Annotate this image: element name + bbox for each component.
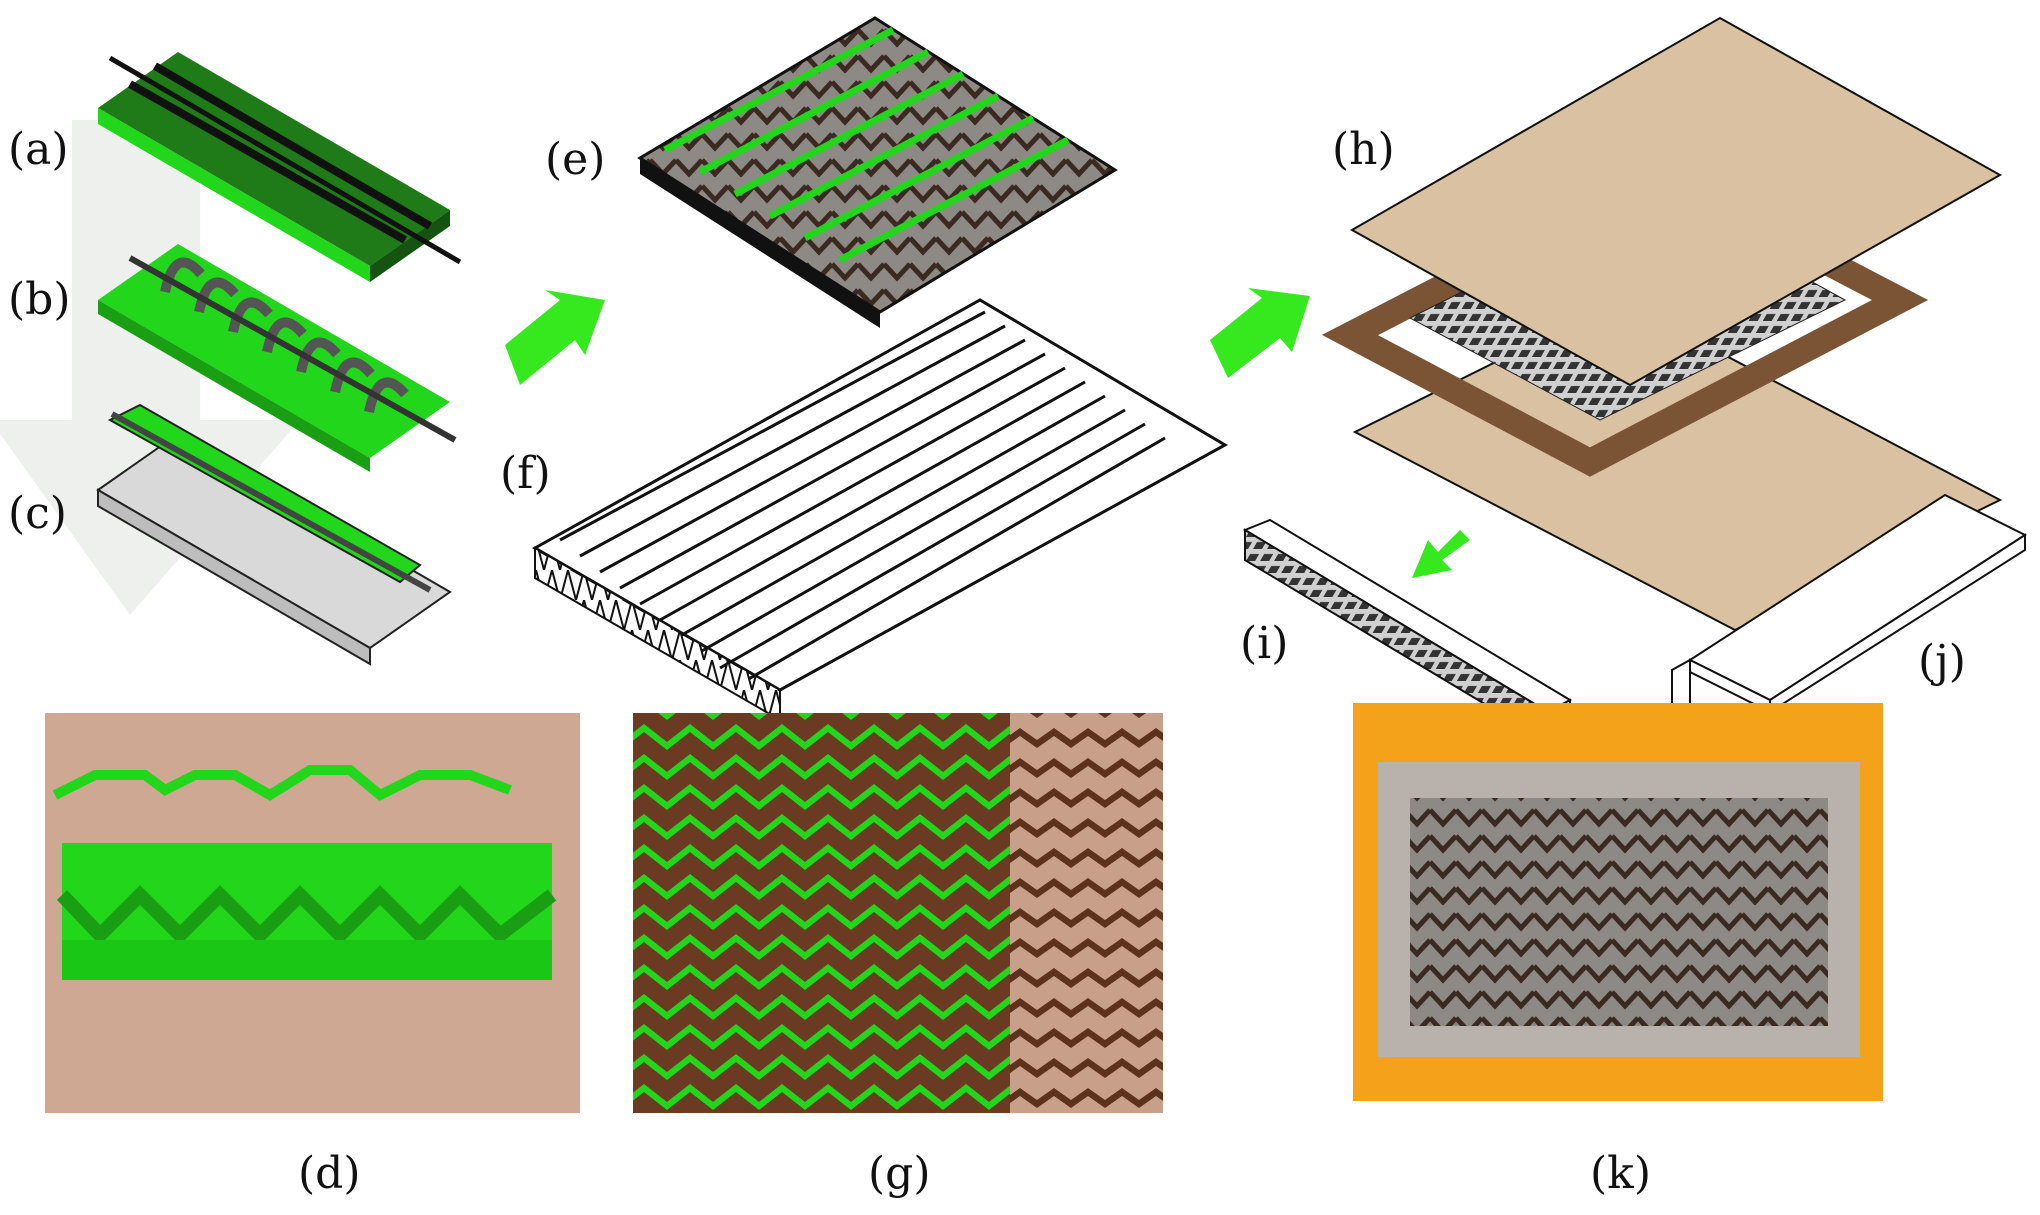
photo-g-core-assembly	[633, 713, 1163, 1113]
label-d: (d)	[298, 1148, 361, 1199]
part-f-zigzag-stack	[531, 298, 1229, 722]
part-e-stacked-assembly	[637, 16, 1118, 328]
label-c: (c)	[8, 488, 67, 539]
green-arrow-icon	[505, 290, 605, 385]
label-a: (a)	[8, 124, 69, 175]
label-k: (k)	[1590, 1148, 1651, 1199]
part-c-assembled-strip	[96, 403, 452, 666]
green-arrow-icon	[1412, 530, 1470, 578]
photo-k-foam-panel	[1353, 703, 1883, 1101]
label-f: (f)	[500, 448, 551, 499]
part-h-sandwich-panel	[1321, 16, 2003, 632]
label-e: (e)	[545, 134, 606, 185]
label-j: (j)	[1918, 636, 1966, 687]
part-a-frame-strip	[98, 52, 462, 282]
label-g: (g)	[868, 1148, 931, 1199]
label-b: (b)	[8, 274, 71, 325]
label-i: (i)	[1240, 618, 1289, 669]
part-b-clip-strip	[98, 244, 457, 472]
photo-d-printed-parts	[45, 713, 580, 1113]
label-h: (h)	[1332, 124, 1395, 175]
green-arrow-icon	[1210, 288, 1310, 378]
